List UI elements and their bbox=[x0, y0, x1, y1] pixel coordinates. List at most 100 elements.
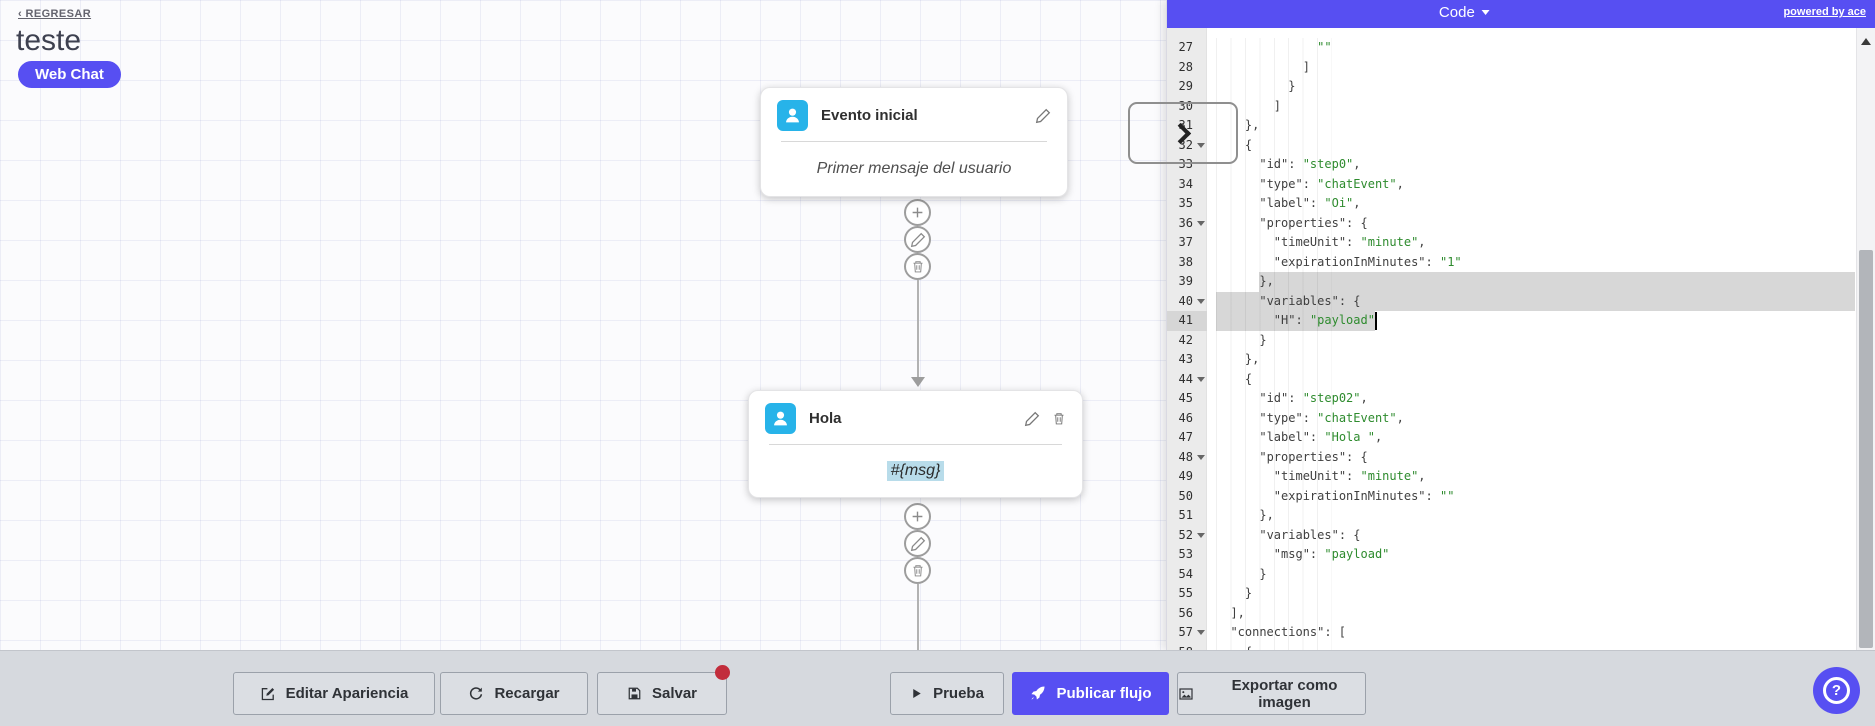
fold-toggle-icon[interactable] bbox=[1197, 376, 1205, 386]
gutter-line-number: 40 bbox=[1167, 292, 1207, 312]
code-token: "expirationInMinutes" bbox=[1273, 488, 1426, 503]
gutter-line-number: 35 bbox=[1178, 196, 1193, 210]
code-line-43[interactable]: }, bbox=[1216, 350, 1855, 370]
code-string-token: "chatEvent" bbox=[1317, 410, 1397, 425]
publicar-flujo-button[interactable]: Publicar flujo bbox=[1012, 672, 1169, 715]
code-line-52[interactable]: "variables": { bbox=[1216, 526, 1855, 546]
code-line-57[interactable]: "connections": [ bbox=[1216, 623, 1855, 643]
trash-icon[interactable] bbox=[1052, 411, 1066, 426]
connector-arrow-icon bbox=[910, 377, 925, 387]
code-line-42[interactable]: } bbox=[1216, 331, 1855, 351]
code-string-token: "1" bbox=[1439, 254, 1462, 269]
code-panel-collapse-button[interactable] bbox=[1128, 102, 1238, 164]
connector-add-button[interactable] bbox=[904, 199, 931, 226]
connector-delete-button[interactable] bbox=[904, 557, 931, 584]
editar-apariencia-button[interactable]: Editar Apariencia bbox=[233, 672, 435, 715]
fold-toggle-icon[interactable] bbox=[1197, 630, 1205, 639]
fold-toggle-icon[interactable] bbox=[1197, 454, 1205, 464]
code-line-58[interactable]: { bbox=[1216, 643, 1855, 651]
recargar-button[interactable]: Recargar bbox=[440, 672, 588, 715]
code-line-31[interactable]: }, bbox=[1216, 116, 1855, 136]
fold-toggle-icon[interactable] bbox=[1197, 532, 1205, 542]
code-line-50[interactable]: "expirationInMinutes": "" bbox=[1216, 487, 1855, 507]
code-token: : bbox=[1302, 176, 1318, 191]
connector-edit-button[interactable] bbox=[904, 530, 931, 557]
code-token: : bbox=[1309, 430, 1325, 444]
code-line-38[interactable]: "expirationInMinutes": "1" bbox=[1216, 253, 1855, 273]
salvar-button[interactable]: Salvar bbox=[597, 665, 730, 715]
code-line-55[interactable]: } bbox=[1216, 584, 1855, 604]
pencil-icon[interactable] bbox=[1035, 108, 1051, 124]
code-token: "id" bbox=[1259, 391, 1289, 405]
code-line-56[interactable]: ], bbox=[1216, 604, 1855, 624]
back-link[interactable]: ‹ REGRESAR bbox=[18, 8, 92, 20]
selection-highlight bbox=[1216, 291, 1855, 311]
code-line-44[interactable]: { bbox=[1216, 370, 1855, 390]
fold-toggle-icon[interactable] bbox=[1197, 220, 1205, 230]
connector-delete-button[interactable] bbox=[904, 253, 931, 280]
code-line-46[interactable]: "type": "chatEvent", bbox=[1216, 409, 1855, 429]
code-line-32[interactable]: { bbox=[1216, 136, 1855, 156]
scrollbar-thumb[interactable] bbox=[1859, 250, 1873, 648]
code-mode-label: Code bbox=[1438, 4, 1475, 21]
code-mode-dropdown[interactable]: Code bbox=[1439, 4, 1490, 21]
gutter-line-number: 52 bbox=[1167, 526, 1207, 546]
code-line-33[interactable]: "id": "step0", bbox=[1216, 155, 1855, 175]
code-content[interactable]: ""]}]},{"id": "step0","type": "chatEvent… bbox=[1208, 38, 1855, 650]
gutter-line-number: 32 bbox=[1167, 136, 1207, 156]
button-label: Prueba bbox=[933, 685, 984, 702]
code-line-53[interactable]: "msg": "payload" bbox=[1216, 545, 1855, 565]
code-line-54[interactable]: } bbox=[1216, 565, 1855, 585]
node-evento-inicial[interactable]: Evento inicial Primer mensaje del usuari… bbox=[760, 87, 1068, 197]
code-line-35[interactable]: "label": "Oi", bbox=[1216, 194, 1855, 214]
code-line-51[interactable]: }, bbox=[1216, 506, 1855, 526]
text-cursor bbox=[1374, 312, 1377, 330]
code-line-27[interactable]: "" bbox=[1216, 38, 1855, 58]
fold-toggle-icon[interactable] bbox=[1197, 298, 1205, 308]
code-line-37[interactable]: "timeUnit": "minute", bbox=[1216, 233, 1855, 253]
node-hola[interactable]: Hola #{msg} bbox=[748, 390, 1083, 498]
code-token: { bbox=[1244, 371, 1253, 386]
gutter-line-number: 55 bbox=[1178, 586, 1193, 600]
code-token: { bbox=[1245, 645, 1252, 651]
code-line-28[interactable]: ] bbox=[1216, 58, 1855, 78]
pencil-icon[interactable] bbox=[1024, 411, 1040, 427]
exportar-imagen-button[interactable]: Exportar como imagen bbox=[1177, 672, 1366, 715]
code-token: : bbox=[1295, 313, 1310, 327]
code-line-41[interactable]: "H": "payload" bbox=[1216, 311, 1855, 331]
help-button[interactable]: ? bbox=[1813, 667, 1860, 714]
code-token: : bbox=[1288, 157, 1303, 171]
powered-by-ace-link[interactable]: powered by ace bbox=[1783, 6, 1866, 18]
code-token: : bbox=[1309, 196, 1325, 210]
connector-edit-button[interactable] bbox=[904, 226, 931, 253]
fold-toggle-icon[interactable] bbox=[1197, 142, 1205, 152]
fold-toggle-icon[interactable] bbox=[1197, 649, 1205, 650]
code-line-49[interactable]: "timeUnit": "minute", bbox=[1216, 467, 1855, 487]
code-line-47[interactable]: "label": "Hola ", bbox=[1216, 428, 1855, 448]
code-line-30[interactable]: ] bbox=[1216, 97, 1855, 117]
gutter-line-number: 57 bbox=[1167, 623, 1207, 643]
gutter-line-number: 27 bbox=[1178, 40, 1193, 54]
code-line-36[interactable]: "properties": { bbox=[1216, 214, 1855, 234]
code-line-39[interactable]: }, bbox=[1216, 272, 1855, 292]
connector-add-button[interactable] bbox=[904, 503, 931, 530]
pencil-icon bbox=[910, 536, 926, 552]
selection-highlight bbox=[1216, 311, 1375, 331]
prueba-button[interactable]: Prueba bbox=[890, 672, 1004, 715]
code-token: ], bbox=[1230, 605, 1245, 620]
scroll-up-icon[interactable] bbox=[1861, 33, 1871, 45]
code-line-34[interactable]: "type": "chatEvent", bbox=[1216, 175, 1855, 195]
code-line-48[interactable]: "properties": { bbox=[1216, 448, 1855, 468]
chevron-down-icon bbox=[1481, 10, 1490, 19]
code-line-40[interactable]: "variables": { bbox=[1216, 292, 1855, 312]
code-string-token: "payload" bbox=[1309, 313, 1375, 327]
user-avatar-icon bbox=[765, 403, 796, 434]
code-token: } bbox=[1244, 586, 1253, 600]
editor-scrollbar[interactable] bbox=[1856, 28, 1875, 650]
code-line-45[interactable]: "id": "step02", bbox=[1216, 389, 1855, 409]
selection-highlight bbox=[1259, 272, 1855, 292]
code-line-29[interactable]: } bbox=[1216, 77, 1855, 97]
code-token: : bbox=[1346, 469, 1361, 483]
